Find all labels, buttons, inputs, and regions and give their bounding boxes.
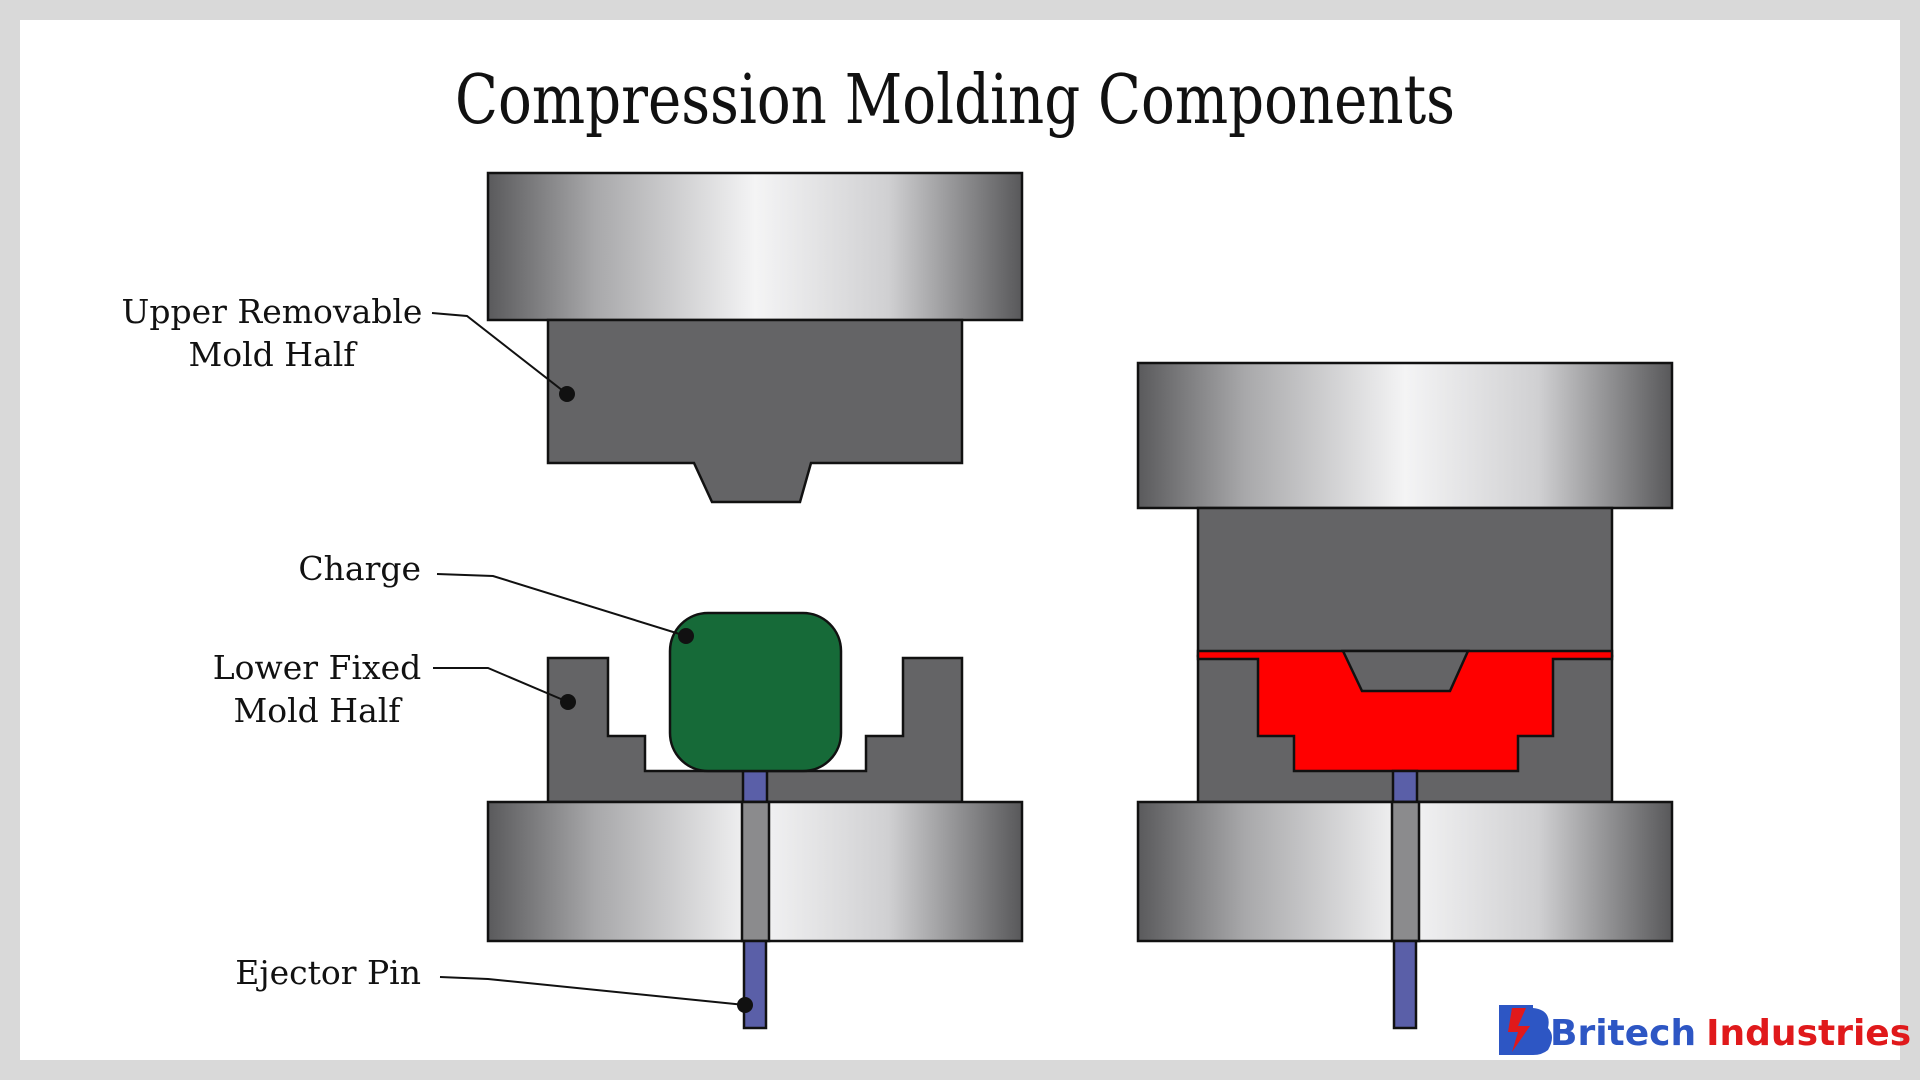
label-ejector-pin: Ejector Pin	[235, 953, 753, 1013]
label-upper-mold: Upper Removable Mold Half	[122, 292, 575, 402]
ejector-pin-platen-section-closed	[1390, 800, 1421, 943]
upper-mold-leader	[431, 312, 568, 395]
charge	[668, 611, 843, 773]
upper-platen	[486, 171, 1024, 322]
logo-name-part1: Britech	[1550, 1013, 1696, 1054]
diagram-title: Compression Molding Components	[455, 61, 1455, 140]
lower-mold-label-line1: Lower Fixed	[213, 648, 422, 687]
ejector-pin-platen-section	[740, 800, 771, 943]
molded-part	[1196, 649, 1614, 773]
ejector-pin-leader	[439, 976, 746, 1006]
upper-core-protrusion	[1341, 649, 1470, 693]
charge-label: Charge	[298, 549, 421, 588]
upper-mold-label-line1: Upper Removable	[122, 292, 423, 331]
upper-mold-leader-dot	[559, 386, 575, 402]
charge-leader-dot	[678, 628, 694, 644]
upper-mold-half	[546, 318, 964, 504]
lower-mold-label-line2: Mold Half	[233, 691, 403, 730]
lower-mold-leader-dot	[560, 694, 576, 710]
logo-name-part2: Industries	[1706, 1013, 1911, 1054]
ejector-pin-closed	[1392, 939, 1418, 1030]
ejector-pin	[742, 939, 768, 1030]
label-charge: Charge	[298, 549, 694, 644]
charge-leader	[436, 573, 687, 637]
ejector-pin-label: Ejector Pin	[235, 953, 421, 992]
upper-platen-closed	[1136, 361, 1674, 510]
lower-mold-leader	[433, 667, 569, 703]
closed-mold-assembly	[1136, 361, 1674, 1030]
ejector-pin-upper-section-closed	[1391, 769, 1419, 804]
open-mold-assembly	[486, 171, 1024, 1030]
ejector-pin-upper-section	[741, 769, 769, 804]
upper-mold-half-closed	[1196, 506, 1614, 658]
label-lower-mold: Lower Fixed Mold Half	[213, 648, 576, 730]
upper-mold-label-line2: Mold Half	[188, 335, 358, 374]
logo-mark-icon	[1499, 1005, 1552, 1055]
ejector-pin-leader-dot	[737, 997, 753, 1013]
